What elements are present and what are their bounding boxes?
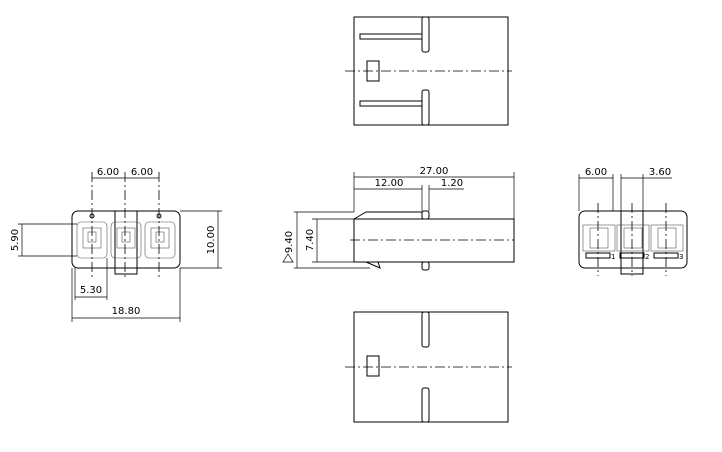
dim-pitch-2: 6.00 xyxy=(131,167,153,178)
dim-height-inner: 7.40 xyxy=(305,229,316,251)
dim-cavity-width: 5.30 xyxy=(80,285,102,296)
front-view: 6.00 6.00 10.00 5.90 5.30 18.80 xyxy=(10,167,222,322)
dim-height-outer: 9.40 xyxy=(284,231,295,253)
side-view: 27.00 12.00 1.20 9.40 7.40 xyxy=(282,166,515,271)
dim-height-left: 5.90 xyxy=(10,229,21,251)
pin-label-2: 2 xyxy=(645,253,649,261)
top-view xyxy=(345,16,512,126)
dim-overall-length: 27.00 xyxy=(420,166,449,177)
dim-flange-thickness: 1.20 xyxy=(441,178,463,189)
pin-label-1: 1 xyxy=(611,253,615,261)
dim-slot-width: 3.60 xyxy=(649,167,671,178)
datum-triangle-icon xyxy=(282,253,294,263)
dim-flange-position: 12.00 xyxy=(375,178,404,189)
pin-label-3: 3 xyxy=(679,253,683,261)
rear-view: 1 2 3 6.00 3.60 xyxy=(578,167,688,276)
dim-rear-pitch: 6.00 xyxy=(585,167,607,178)
dim-height-right: 10.00 xyxy=(206,226,217,255)
dim-pitch-1: 6.00 xyxy=(97,167,119,178)
dim-overall-width: 18.80 xyxy=(112,306,141,317)
bottom-view xyxy=(345,311,512,423)
